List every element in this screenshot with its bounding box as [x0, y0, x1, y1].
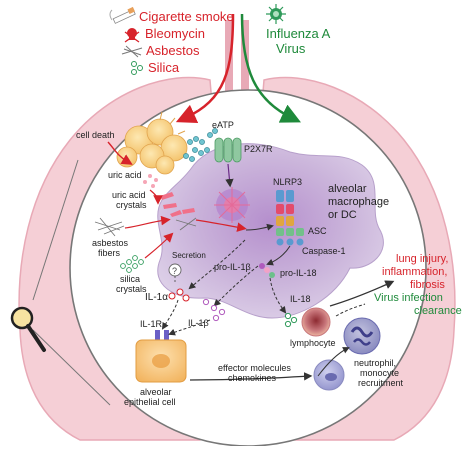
- silica-crystals-icon: [120, 255, 144, 273]
- red-trigger-arrow: [175, 13, 235, 124]
- virus-icon: [266, 4, 286, 24]
- uric-crystals-line1: uric acid: [112, 190, 146, 200]
- p2x7r-receptor: [214, 137, 242, 163]
- il1r-label: IL-1R: [140, 319, 163, 329]
- dead-cell-cluster: [116, 111, 188, 175]
- neutrophil-cell: [343, 317, 381, 355]
- question-mark: ?: [172, 266, 177, 276]
- macrophage-cell: [157, 143, 384, 319]
- macrophage-label-line1: alveolar: [328, 183, 367, 195]
- outcome-green-line1: Virus infection: [374, 292, 443, 304]
- effector-label-line2: chemokines: [228, 373, 277, 383]
- internal-fibers: [175, 208, 197, 231]
- secretion-label: Secretion: [172, 251, 206, 260]
- nlrp3-label: NLRP3: [273, 177, 302, 187]
- epithelial-label-line2: epithelial cell: [124, 397, 176, 407]
- pro-il-molecules: [259, 263, 275, 278]
- outcome-red-line1: lung injury,: [396, 253, 448, 265]
- eatp-label: eATP: [212, 120, 234, 130]
- p2x7r-label: P2X7R: [244, 144, 273, 154]
- magnifier-icon: [10, 306, 46, 352]
- uric-crystals-icon: [160, 192, 182, 217]
- outcome-green-line2: clearance: [414, 305, 462, 317]
- effector-label-line1: effector molecules: [218, 363, 291, 373]
- virus-label-line1: Influenza A: [266, 26, 331, 41]
- asbestos-fibers-line2: fibers: [98, 248, 121, 258]
- il1a-molecules: [168, 288, 190, 302]
- asc-label: ASC: [308, 226, 327, 236]
- neutrophil-label-line1: neutrophil,: [354, 358, 396, 368]
- silica-icon: [131, 61, 143, 75]
- uric-crystals-line2: crystals: [116, 200, 147, 210]
- effector-arrow: [189, 372, 313, 381]
- trigger-silica: Silica: [148, 60, 180, 75]
- uric-acid-dots: [143, 174, 158, 188]
- silica-crystals-line1: silica: [120, 274, 140, 284]
- trigger-cigarette: Cigarette smoke: [139, 9, 234, 24]
- epithelial-label-line1: alveolar: [140, 387, 172, 397]
- eatp-molecules: [183, 128, 218, 162]
- il1b-molecules: [202, 298, 226, 322]
- green-trigger-arrow: [240, 13, 301, 123]
- il1a-label: IL-1α: [145, 292, 168, 303]
- il18-molecules: [284, 312, 298, 328]
- uric-acid-label: uric acid: [108, 170, 142, 180]
- macrophage-label-line3: or DC: [328, 209, 357, 221]
- macrophage-label-line2: macrophage: [328, 196, 389, 208]
- il1r-receptor: [155, 330, 169, 340]
- lymphocyte-cell: [301, 307, 331, 337]
- il18-label: IL-18: [290, 294, 311, 304]
- virus-label-line2: Virus: [276, 41, 306, 56]
- silica-crystals-line2: crystals: [116, 284, 147, 294]
- trigger-asbestos: Asbestos: [146, 43, 200, 58]
- activation-burst: [214, 187, 250, 223]
- il1b-label: IL-1β: [188, 318, 209, 328]
- lymphocyte-label: lymphocyte: [290, 338, 336, 348]
- neutrophil-label-line3: recruitment: [358, 378, 404, 388]
- asbestos-fibers-line1: asbestos: [92, 238, 129, 248]
- pro-il1b-label: pro-IL-1β: [214, 262, 251, 272]
- outcome-arrow: [329, 280, 395, 307]
- trigger-bleomycin: Bleomycin: [145, 26, 205, 41]
- cigarette-icon: [109, 6, 136, 24]
- cell-death-label: cell death: [76, 130, 115, 140]
- caspase-label: Caspase-1: [302, 246, 346, 256]
- pro-il18-label: pro-IL-18: [280, 268, 317, 278]
- skull-icon: [124, 28, 140, 43]
- nlrp3-complex: [276, 190, 304, 246]
- asbestos-fibers-icon: [94, 217, 125, 237]
- outcome-red-line2: inflammation,: [382, 266, 447, 278]
- outcome-red-line3: fibrosis: [410, 279, 445, 291]
- asbestos-icon: [121, 45, 143, 58]
- neutrophil-label-line2: monocyte: [360, 368, 399, 378]
